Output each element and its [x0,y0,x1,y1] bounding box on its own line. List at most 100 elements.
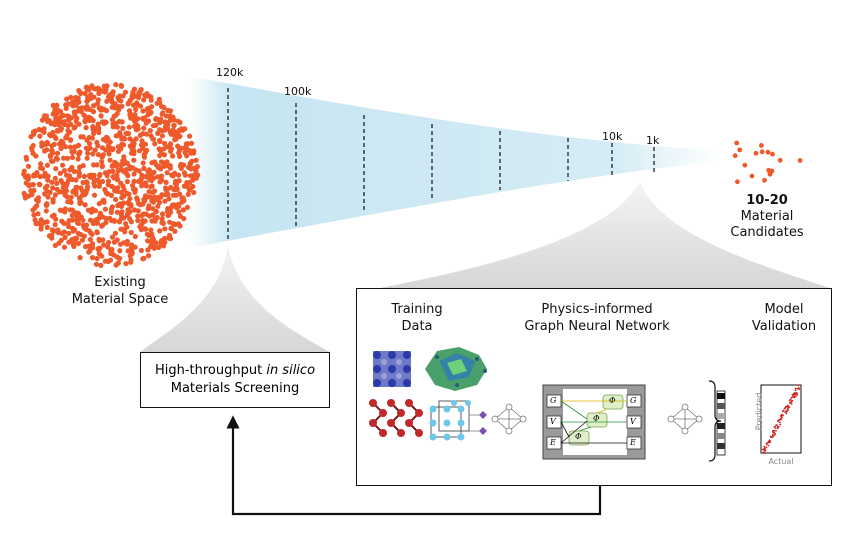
material-point [113,262,119,268]
input-g-label: G [550,396,557,405]
candidate-point [749,173,755,179]
material-point [75,95,81,101]
material-point [125,212,131,218]
input-v-label: V [550,417,556,426]
material-point [85,184,91,190]
parity-point [763,448,766,451]
material-point [139,183,145,189]
material-point [44,224,50,230]
material-point [131,86,138,92]
parity-point [773,431,775,434]
material-point [91,85,97,92]
candidate-point [770,151,775,157]
material-point [157,147,163,153]
material-point [114,124,120,130]
material-point [97,173,103,179]
material-point [127,112,133,118]
material-point [177,153,183,159]
material-point [191,189,197,196]
material-point [66,173,73,179]
material-point [187,133,193,139]
material-point [141,97,147,103]
material-point [188,140,195,146]
step-training-data: Training Data [367,301,467,335]
material-point [187,148,193,154]
material-point [70,228,76,234]
material-point [163,113,169,119]
material-point [71,125,77,131]
material-point [118,226,124,232]
parity-plot [760,384,802,454]
material-point [185,164,192,170]
material-point [78,200,84,206]
material-point [101,87,107,93]
material-point [175,172,182,178]
screening-emphasis: in silico [266,363,316,378]
material-point [77,255,83,261]
material-point [136,90,142,96]
material-point [84,103,90,110]
candidates-line-1: 10-20 [746,193,788,208]
step-validation: Model Validation [739,301,829,335]
material-point [90,124,96,130]
screening-zoom-cone [140,244,330,352]
pipeline-graphics [369,347,802,462]
material-point [185,141,191,147]
material-point [157,138,163,145]
material-point [94,139,100,145]
material-point [67,137,74,143]
material-point [102,258,108,264]
material-point [81,112,87,118]
material-point [143,183,149,189]
material-point [118,166,124,172]
candidate-point [742,162,748,168]
parity-point [788,399,791,402]
material-point [48,158,55,164]
material-point [83,179,90,185]
phi-global-box [602,394,624,410]
material-point [126,124,132,130]
material-point [121,240,127,246]
parity-point [782,409,785,412]
material-point [171,117,177,123]
material-point [132,233,138,240]
phi-vertex-label: Φ [593,414,600,423]
material-point [181,183,187,189]
material-point [167,163,173,169]
material-point [84,155,90,161]
parity-point [779,423,782,426]
material-point [94,101,101,107]
material-point [124,224,130,230]
material-point [83,145,89,151]
material-point [68,115,74,121]
material-point [162,198,168,204]
material-point [129,146,135,152]
parity-ylabel: Predicted [754,392,764,431]
material-point [124,179,130,185]
material-point [105,244,111,250]
pipeline-panel: Training Data Physics-informed Graph Neu… [356,288,832,486]
material-point [139,201,145,207]
material-point [45,194,51,200]
material-point [106,239,112,246]
material-point [131,157,137,163]
material-point [44,140,50,146]
parity-point [794,389,797,392]
material-point [150,206,156,212]
material-point [31,172,37,178]
material-point [95,85,101,91]
material-point [120,125,126,131]
screening-prefix: High-throughput [154,363,267,378]
candidate-point [753,150,759,156]
material-point [30,182,36,188]
material-point [75,99,81,105]
material-point [163,179,169,185]
material-point [33,197,40,203]
parity-point [778,426,780,428]
screening-line-2: Materials Screening [170,381,300,396]
material-point [156,163,162,170]
material-point [128,202,134,208]
material-point [62,206,68,212]
material-point [149,104,155,110]
material-point [44,188,50,194]
